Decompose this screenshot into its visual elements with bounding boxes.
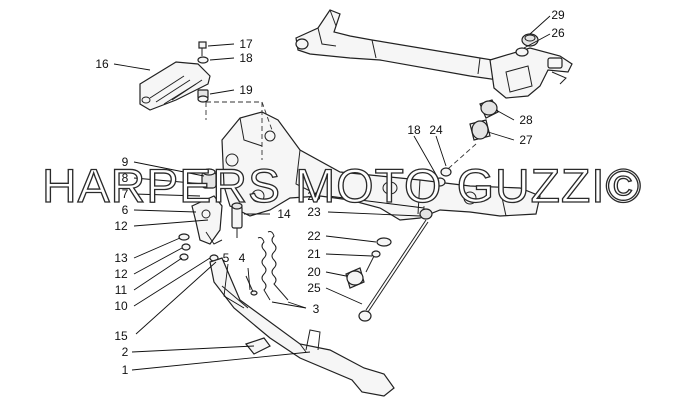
callout-1: 1: [122, 363, 129, 377]
callout-7: 7: [122, 187, 129, 201]
callout-10: 10: [114, 299, 128, 313]
bush-26-right: [419, 208, 433, 220]
rubber-pad-27: [469, 119, 491, 141]
callout-18: 18: [239, 51, 253, 65]
rubber-pad-28: [479, 99, 499, 119]
callout-11: 11: [115, 283, 128, 297]
springs-3: [257, 231, 289, 301]
sensor-14: [231, 202, 243, 238]
callout-29: 29: [551, 8, 565, 22]
callout-18-right: 18: [407, 123, 421, 137]
callout-28: 28: [519, 113, 533, 127]
callout-numbers: 29 26 17 18 16 19 28 27 18 24 9 8 7 6 26…: [95, 8, 565, 377]
callout-5: 5: [223, 251, 230, 265]
bolt-19: [197, 89, 209, 103]
callout-25: 25: [307, 281, 321, 295]
callout-19: 19: [239, 83, 253, 97]
callout-23: 23: [307, 205, 321, 219]
watermark-text: HARPERS MOTO GUZZI©: [42, 159, 642, 212]
footrest-16: [139, 61, 211, 111]
callout-4: 4: [239, 251, 246, 265]
screw-21: [365, 250, 381, 273]
callout-8: 8: [122, 171, 129, 185]
switch-assembly: [201, 168, 217, 189]
washer-18: [197, 56, 209, 64]
callout-16: 16: [95, 57, 109, 71]
callout-14: 14: [277, 207, 291, 221]
washer-22: [376, 237, 392, 247]
washer-18-right: [434, 177, 446, 187]
frame-crossmember: [295, 9, 511, 81]
rubber-stop-20: [345, 267, 365, 289]
callout-26: 26: [551, 26, 565, 40]
callout-2: 2: [122, 345, 129, 359]
pivot-bolt-25: [358, 219, 429, 322]
callout-6: 6: [122, 203, 129, 217]
callout-9: 9: [122, 155, 129, 169]
washer-26-top: [515, 47, 529, 57]
side-frame-plate: [221, 111, 541, 221]
rear-bracket: [489, 47, 573, 99]
leader-lines: [113, 15, 551, 371]
callout-15: 15: [114, 329, 128, 343]
callout-17: 17: [239, 37, 253, 51]
pin-4: [245, 275, 258, 296]
callout-12: 12: [114, 219, 128, 233]
callout-13: 13: [114, 251, 128, 265]
rubber-bush-29: [521, 33, 539, 47]
callout-26-right: 26: [307, 189, 321, 203]
washer-24: [440, 167, 452, 177]
screw-17: [198, 41, 207, 56]
side-stand-leg: [209, 257, 395, 397]
callout-3: 3: [313, 302, 320, 316]
callout-20: 20: [307, 265, 321, 279]
callout-12-lower: 12: [114, 267, 128, 281]
callout-21: 21: [307, 247, 321, 261]
callout-24: 24: [429, 123, 443, 137]
callout-22: 22: [307, 229, 321, 243]
callout-27: 27: [519, 133, 533, 147]
